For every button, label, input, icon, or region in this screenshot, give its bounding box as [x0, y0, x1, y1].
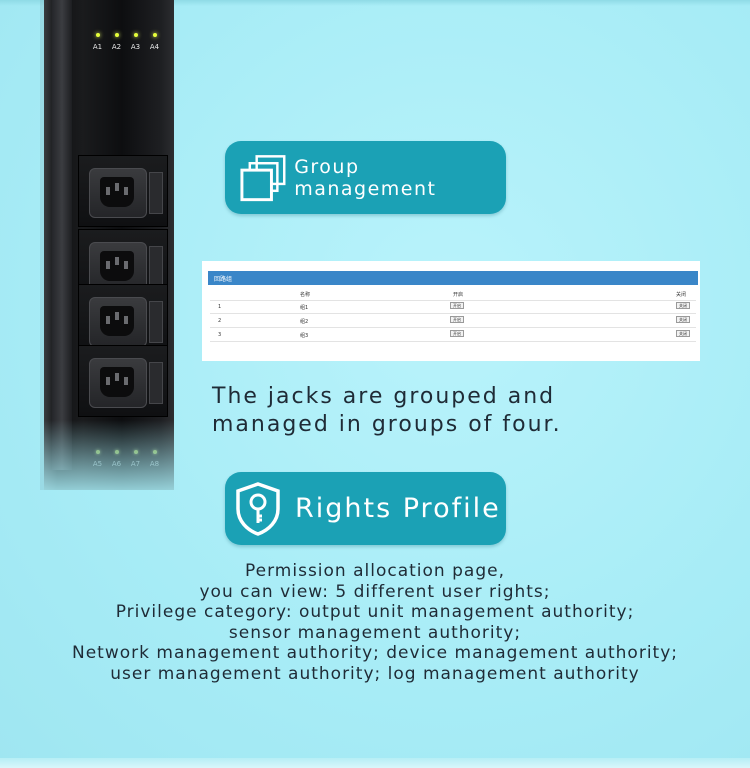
- power-outlet: [78, 345, 168, 417]
- group-off-button[interactable]: 关闭: [676, 316, 690, 323]
- group-off-button[interactable]: 关闭: [676, 330, 690, 337]
- group-table-title: 回路组: [214, 276, 233, 283]
- outlet-pin: [115, 312, 119, 320]
- group-on-button[interactable]: 开启: [450, 316, 464, 323]
- outlet-latch: [149, 246, 163, 288]
- description-line: sensor management authority;: [228, 622, 522, 643]
- outlet-pin: [115, 183, 119, 191]
- column-header: 开启: [453, 292, 464, 298]
- led-dot: [95, 33, 100, 37]
- outlet-socket: [100, 367, 134, 397]
- caption-line: managed in groups of four.: [212, 412, 562, 437]
- led-label: A2: [111, 43, 122, 51]
- power-outlet: [78, 155, 168, 227]
- led-label: A1: [92, 43, 103, 51]
- row-name: 组1: [300, 305, 309, 311]
- description-line: Permission allocation page,: [245, 561, 505, 581]
- group-table-header: 回路组: [208, 271, 698, 285]
- stacked-windows-icon: [240, 154, 286, 201]
- description-line: you can view: 5 different user rights;: [199, 581, 551, 602]
- outlet-pin: [106, 377, 110, 385]
- outlet-face: [89, 297, 147, 347]
- led-dot: [152, 33, 157, 37]
- led-label: A4: [149, 43, 160, 51]
- outlet-socket: [100, 251, 134, 281]
- row-index: 2: [218, 318, 222, 324]
- outlet-pin: [106, 261, 110, 269]
- led-indicator: A4: [145, 33, 164, 51]
- outlet-face: [89, 168, 147, 218]
- group-on-button[interactable]: 开启: [450, 302, 464, 309]
- table-row: 2 组2 开启 关闭: [210, 314, 696, 328]
- led-indicator: A3: [126, 33, 145, 51]
- row-index: 3: [218, 332, 222, 338]
- row-name: 组2: [300, 319, 309, 325]
- table-row: 3 组3 开启 关闭: [210, 328, 696, 342]
- outlet-pin: [124, 187, 128, 195]
- led-indicator: A1: [88, 33, 107, 51]
- caption-line: The jacks are grouped and: [212, 384, 556, 409]
- group-on-button[interactable]: 开启: [450, 330, 464, 337]
- column-header: 名称: [300, 292, 311, 298]
- outlet-pin: [124, 377, 128, 385]
- outlet-pin: [124, 261, 128, 269]
- outlet-pin: [115, 373, 119, 381]
- shield-key-icon: [236, 481, 280, 536]
- bottom-edge: [0, 758, 750, 768]
- rights-description: Permission allocation page, you can view…: [0, 561, 750, 684]
- group-management-label: Group management: [294, 155, 437, 200]
- outlet-pin: [115, 257, 119, 265]
- outlet-latch: [149, 172, 163, 214]
- outlet-socket: [100, 306, 134, 336]
- description-line: Network management authority; device man…: [72, 643, 678, 663]
- pdu-rail: [52, 0, 72, 470]
- outlet-pin: [124, 316, 128, 324]
- top-edge-shadow: [0, 0, 750, 6]
- description-line: Privilege category: output unit manageme…: [115, 602, 635, 622]
- group-table-column-row: 名称 开启 关闭: [210, 287, 696, 301]
- description-line: user management authority; log managemen…: [110, 663, 640, 684]
- power-outlet: [78, 284, 168, 356]
- row-index: 1: [218, 304, 222, 310]
- row-name: 组3: [300, 333, 309, 339]
- led-label: A3: [130, 43, 141, 51]
- group-table-screenshot: 回路组 名称 开启 关闭 1 组1 开启 关闭 2 组2 开启 关闭 3 组3 …: [202, 261, 700, 361]
- outlet-latch: [149, 301, 163, 343]
- outlet-socket: [100, 177, 134, 207]
- pdu-fade: [44, 420, 174, 490]
- group-off-button[interactable]: 关闭: [676, 302, 690, 309]
- led-indicator: A2: [107, 33, 126, 51]
- grouping-caption: The jacks are grouped and managed in gro…: [212, 383, 652, 439]
- outlet-face: [89, 358, 147, 408]
- rights-profile-label: Rights Profile: [295, 493, 501, 524]
- outlet-pin: [106, 316, 110, 324]
- table-row: 1 组1 开启 关闭: [210, 300, 696, 314]
- outlet-pin: [106, 187, 110, 195]
- column-header: 关闭: [676, 292, 687, 298]
- pdu-top-leds: A1 A2 A3 A4: [88, 33, 168, 51]
- outlet-face: [89, 242, 147, 292]
- outlet-latch: [149, 362, 163, 404]
- led-dot: [133, 33, 138, 37]
- rights-profile-badge: Rights Profile: [225, 472, 506, 545]
- led-dot: [114, 33, 119, 37]
- group-management-badge: Group management: [225, 141, 506, 214]
